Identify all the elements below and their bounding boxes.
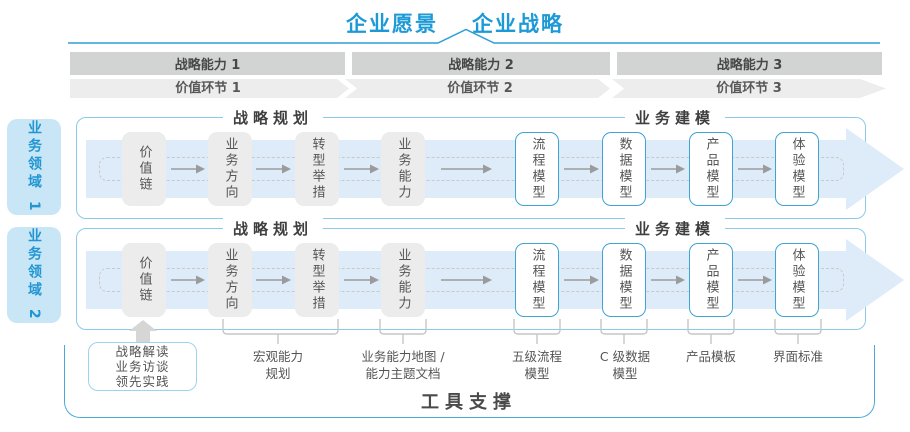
tool-support-container (64, 345, 875, 418)
business-domain-lane-2: 战略规划 业务建模 价值链 业务方向 转型举措 业务能力 流程模型 数据模型 产… (76, 218, 904, 330)
box-business-capability: 业务能力 (381, 132, 425, 206)
section-header-modeling: 业务建模 (624, 107, 726, 128)
value-link-label-2: 价值环节 2 (447, 81, 513, 96)
capability-label-2: 战略能力 2 (448, 58, 514, 73)
box-transformation-initiatives-2: 转型举措 (295, 243, 339, 317)
box-process-model-2: 流程模型 (515, 243, 559, 317)
tool-support-label: 工具支撑 (421, 392, 517, 413)
capability-band-segment-3: 战略能力 3 (617, 52, 882, 75)
domain-label-1: 业务领域 1 (7, 119, 61, 215)
dashed-track (99, 157, 844, 181)
box-value-chain-2: 价值链 (122, 243, 166, 317)
page-title: 企业愿景 企业战略 (0, 8, 910, 38)
box-business-direction-2: 业务方向 (208, 243, 252, 317)
box-transformation-initiatives: 转型举措 (295, 132, 339, 206)
business-domain-lane-1: 战略规划 业务建模 价值链 业务方向 转型举措 业务能力 流程模型 数据模型 产… (76, 107, 904, 219)
domain-label-2-text: 业务领域 2 (26, 227, 42, 323)
domain-label-2: 业务领域 2 (7, 227, 61, 323)
box-product-model-2: 产品模型 (689, 243, 733, 317)
annotation-product-template: 产品模板 (685, 349, 737, 364)
callout-line-1: 战略解读 (115, 344, 170, 359)
annotation-interface-standard: 界面标准 (772, 349, 824, 364)
box-data-model: 数据模型 (602, 132, 646, 206)
flow-arrow-head-icon-2 (846, 239, 904, 321)
box-experience-model: 体验模型 (775, 132, 819, 206)
value-link-label-3: 价值环节 3 (716, 81, 782, 96)
box-process-model: 流程模型 (515, 132, 559, 206)
callout-box: 战略解读 业务访谈 领先实践 (88, 342, 197, 391)
value-link-label-1: 价值环节 1 (175, 81, 241, 96)
capability-band-segment-2: 战略能力 2 (352, 52, 610, 75)
callout-line-3: 领先实践 (115, 374, 170, 389)
box-experience-model-2: 体验模型 (775, 243, 819, 317)
annotation-capability-map: 业务能力地图 /能力主题文档 (361, 349, 445, 381)
section-header-planning-2: 战略规划 (222, 218, 324, 239)
section-header-planning: 战略规划 (222, 107, 324, 128)
annotation-five-level-process-model: 五级流程模型 (511, 349, 563, 381)
strategy-title: 企业战略 (472, 12, 564, 36)
domain-label-1-text: 业务领域 1 (26, 119, 42, 215)
callout-line-2: 业务访谈 (115, 359, 170, 374)
capability-label-1: 战略能力 1 (174, 58, 241, 73)
box-value-chain: 价值链 (122, 132, 166, 206)
box-business-capability-2: 业务能力 (381, 243, 425, 317)
box-product-model: 产品模型 (689, 132, 733, 206)
vision-title: 企业愿景 (346, 12, 438, 36)
box-data-model-2: 数据模型 (602, 243, 646, 317)
box-business-direction: 业务方向 (208, 132, 252, 206)
flow-arrow-head-icon (846, 128, 904, 210)
annotation-c-level-data-model: C 级数据模型 (599, 349, 651, 381)
capability-band-segment-1: 战略能力 1 (70, 52, 345, 75)
annotation-macro-capability-planning: 宏观能力规划 (252, 349, 304, 381)
capability-label-3: 战略能力 3 (716, 58, 783, 73)
section-header-modeling-2: 业务建模 (624, 218, 726, 239)
dashed-track-2 (99, 268, 844, 292)
